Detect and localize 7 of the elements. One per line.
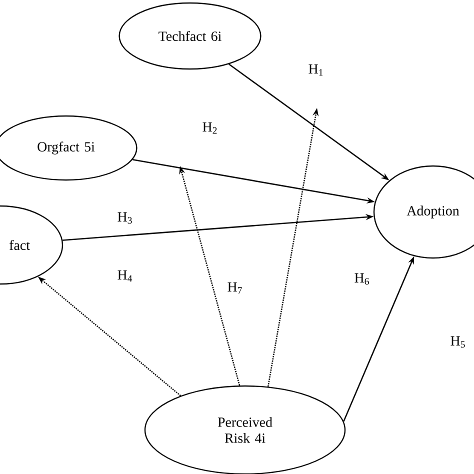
edge-label: H$_{3}$ xyxy=(116,211,134,225)
edge-label: H$_{6}$ xyxy=(353,272,371,286)
edge-label: H$_{5}$ xyxy=(449,335,467,349)
edge-label: H$_{2}$ xyxy=(201,121,219,135)
edge-label: H$_{1}$ xyxy=(307,63,325,77)
edge-label: H$_{4}$ xyxy=(116,269,134,283)
edge-label: H$_{7}$ xyxy=(226,281,244,295)
